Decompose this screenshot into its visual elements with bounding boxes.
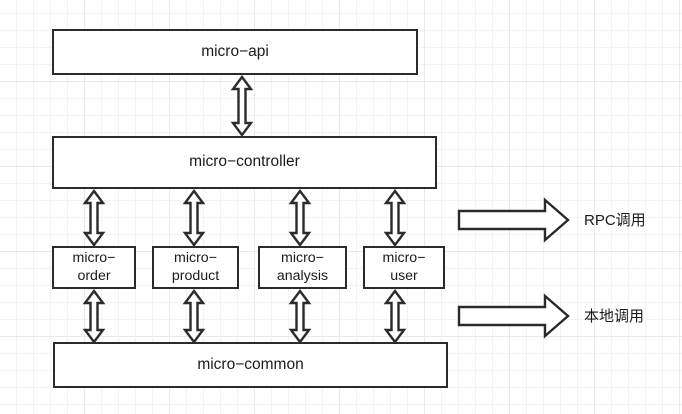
legend-local-arrow-icon	[457, 293, 570, 339]
connector-controller-micro-order	[82, 189, 106, 247]
node-micro-common[interactable]: micro−common	[53, 342, 448, 388]
node-micro-order[interactable]: micro− order	[52, 246, 136, 289]
node-micro-common-label: micro−common	[197, 355, 304, 373]
connector-api-controller	[230, 75, 254, 137]
connector-micro-order-common	[82, 289, 106, 344]
connector-controller-micro-analysis	[288, 189, 312, 247]
legend-rpc-label: RPC调用	[584, 212, 646, 229]
connector-controller-micro-user	[383, 189, 407, 247]
node-micro-user[interactable]: micro− user	[363, 246, 445, 289]
legend-rpc-arrow-icon	[457, 197, 570, 243]
connector-controller-micro-product	[182, 189, 206, 247]
node-micro-user-label-line2: user	[390, 267, 418, 284]
node-micro-api-label: micro−api	[201, 42, 269, 60]
node-micro-order-label-line1: micro−	[72, 250, 116, 267]
node-micro-controller-label: micro−controller	[189, 153, 300, 171]
node-micro-user-label-line1: micro−	[382, 250, 426, 267]
node-micro-analysis-label-line1: micro−	[281, 250, 324, 267]
node-micro-analysis[interactable]: micro− analysis	[258, 246, 347, 289]
node-micro-api[interactable]: micro−api	[52, 29, 418, 75]
node-micro-controller[interactable]: micro−controller	[52, 136, 437, 189]
node-micro-analysis-label-line2: analysis	[276, 267, 329, 284]
node-micro-product[interactable]: micro− product	[152, 246, 239, 289]
node-micro-order-label-line2: order	[77, 267, 111, 284]
legend-local-label: 本地调用	[584, 308, 645, 325]
node-micro-product-label-line1: micro−	[174, 250, 217, 267]
connector-micro-product-common	[182, 289, 206, 344]
connector-micro-user-common	[383, 289, 407, 344]
connector-micro-analysis-common	[288, 289, 312, 344]
node-micro-product-label-line2: product	[171, 267, 220, 284]
